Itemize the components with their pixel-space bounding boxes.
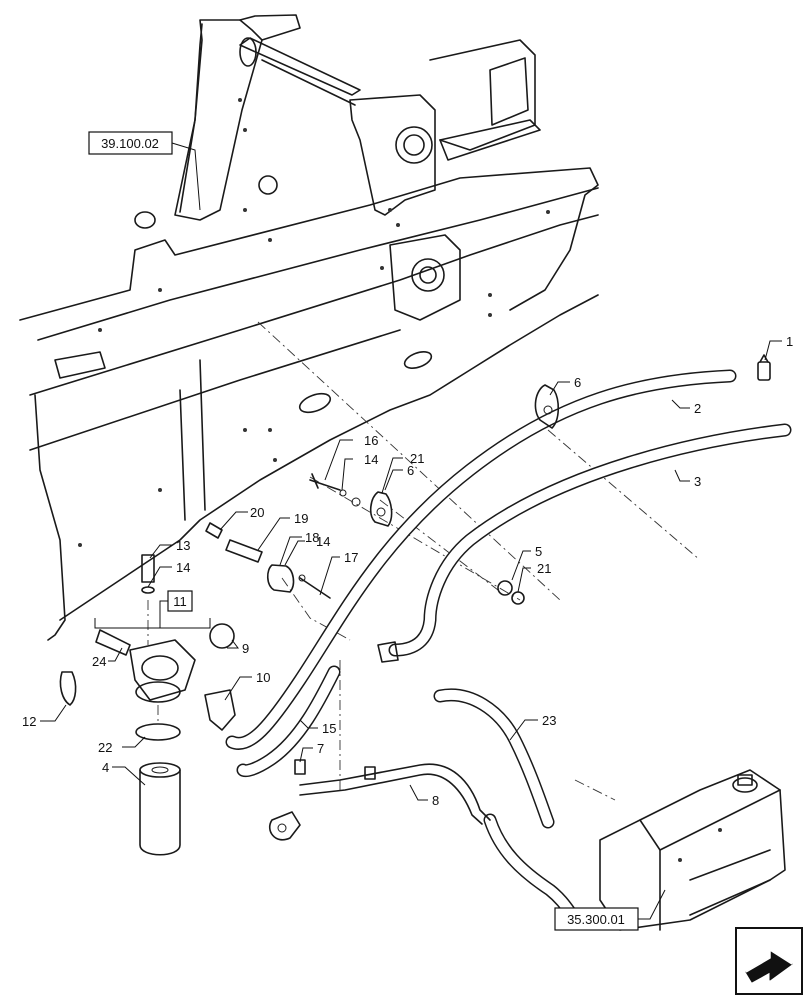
callout-19: 19 — [294, 511, 308, 526]
bolt-16 — [309, 473, 361, 507]
hose-lower — [483, 813, 577, 919]
callout-21-b: 21 — [537, 561, 551, 576]
tube-8 — [268, 759, 491, 841]
filter-group-label: 11 — [173, 594, 187, 609]
callout-2: 2 — [694, 401, 701, 416]
sensor-12 — [59, 671, 77, 706]
next-page-button[interactable] — [735, 927, 803, 995]
callout-14-c: 14 — [316, 534, 330, 549]
clamp-6-lower — [369, 491, 393, 527]
callout-6-upper: 6 — [574, 375, 581, 390]
ref-frame-box[interactable]: 39.100.02 — [88, 131, 173, 155]
o-ring-22 — [135, 723, 181, 741]
callout-13: 13 — [176, 538, 190, 553]
callout-7: 7 — [317, 741, 324, 756]
washer-5 — [497, 580, 525, 605]
filter-element-4 — [139, 762, 181, 856]
callout-15: 15 — [322, 721, 336, 736]
elbow-fitting — [377, 641, 399, 663]
callout-labels: 1 2 3 4 5 6 6 7 8 9 10 12 13 14 14 14 15… — [22, 334, 793, 808]
callout-12: 12 — [22, 714, 36, 729]
callout-4: 4 — [102, 760, 109, 775]
hose-15 — [236, 665, 341, 778]
callout-6-lower: 6 — [407, 463, 414, 478]
hose-23 — [433, 688, 555, 829]
clamp-18 — [266, 564, 331, 599]
callout-17: 17 — [344, 550, 358, 565]
hose-2 — [225, 369, 737, 750]
callout-16: 16 — [364, 433, 378, 448]
filter-head — [95, 623, 236, 731]
arrow-next-icon — [745, 948, 793, 983]
callout-18: 18 — [305, 530, 319, 545]
callout-14-a: 14 — [176, 560, 190, 575]
spacer-19 — [205, 522, 263, 563]
clamp-6-upper — [534, 384, 560, 429]
callout-20: 20 — [250, 505, 264, 520]
filter-group-box: 11 — [167, 590, 193, 612]
callout-leaders — [40, 142, 782, 920]
fitting-1 — [757, 354, 771, 381]
callout-24: 24 — [92, 654, 106, 669]
ref-frame-label: 39.100.02 — [101, 136, 159, 151]
main-frame — [19, 14, 599, 641]
assembly-lines — [147, 321, 701, 801]
callout-21-a: 21 — [410, 451, 424, 466]
callout-10: 10 — [256, 670, 270, 685]
callout-8: 8 — [432, 793, 439, 808]
callout-3: 3 — [694, 474, 701, 489]
ref-tank-label: 35.300.01 — [567, 912, 625, 927]
callout-22: 22 — [98, 740, 112, 755]
callout-23: 23 — [542, 713, 556, 728]
callout-14-b: 14 — [364, 452, 378, 467]
callout-9: 9 — [242, 641, 249, 656]
callout-1: 1 — [786, 334, 793, 349]
callout-5: 5 — [535, 544, 542, 559]
ref-tank-box[interactable]: 35.300.01 — [554, 907, 639, 931]
hose-3 — [388, 423, 792, 657]
hydraulic-tank — [599, 769, 786, 931]
